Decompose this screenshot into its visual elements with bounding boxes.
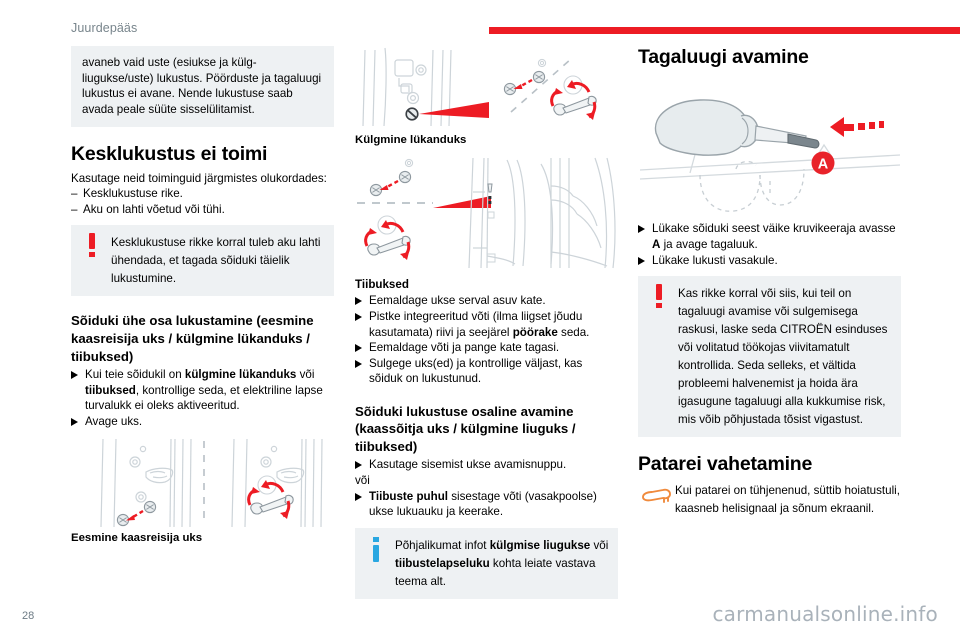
- warning-callout-text: Kesklukustuse rikke korral tuleb aku lah…: [111, 236, 321, 286]
- heading-partial-lock: Sõiduki ühe osa lukustamine (eesmine kaa…: [71, 313, 314, 364]
- hinged-door-step: Sulgege uks(ed) ja kontrollige väljast, …: [355, 356, 618, 387]
- central-locking-intro: Kasutage neid toiminguid järgmistes oluk…: [71, 171, 327, 185]
- info-pre: Põhjalikumat infot: [395, 538, 490, 552]
- key-icon: [640, 484, 672, 504]
- step-bold-1: külgmine lükanduks: [184, 368, 297, 382]
- step-pre: Lükake lukusti vasakule.: [652, 253, 778, 267]
- step-pre: Kasutage sisemist ukse avamisnuppu.: [369, 458, 567, 472]
- step-mid: või: [296, 368, 315, 382]
- step-post: , kontrollige seda, et elektriline lapse…: [85, 383, 323, 413]
- info-mid: või: [590, 538, 609, 552]
- central-locking-item: – Aku on lahti võetud või tühi.: [71, 202, 334, 218]
- watermark: carmanualsonline.info: [712, 602, 938, 626]
- intro-callout-text: avaneb vaid uste (esiukse ja külg-liuguk…: [82, 56, 322, 116]
- arrow-bullet-icon: [71, 371, 78, 380]
- step-post: seda.: [557, 325, 590, 339]
- partial-lock-step: Kui teie sõidukil on külgmine lükanduks …: [71, 367, 334, 414]
- info-post: kohta leiate vastava teema alt.: [395, 556, 596, 588]
- hinged-door-step: Pistke integreeritud võti (ilma liigset …: [355, 309, 618, 340]
- warning-callout-text: Kas rikke korral või siis, kui teil on t…: [678, 287, 888, 427]
- step-pre: Eemaldage ukse serval asuv kate.: [369, 294, 546, 308]
- arrow-bullet-icon: [355, 492, 362, 501]
- page-number: 28: [22, 610, 35, 622]
- info-bold-2: tiibustelapseluku: [395, 556, 490, 570]
- figure-caption-front-door: Eesmine kaasreisija uks: [71, 532, 203, 545]
- tailgate-screwdriver-illustration: A: [638, 83, 901, 213]
- page-header: Juurdepääs: [0, 0, 960, 38]
- arrow-bullet-icon: [355, 297, 362, 306]
- tailgate-step: Lükake sõiduki seest väike kruvikeeraja …: [638, 221, 901, 252]
- step-post: ja avage tagaluuk.: [660, 237, 758, 251]
- heading-tailgate: Tagaluugi avamine: [638, 46, 809, 68]
- step-pre: Sulgege uks(ed) ja kontrollige väljast, …: [369, 356, 583, 386]
- column-middle: Külgmine lükanduks: [355, 46, 618, 599]
- hinged-doors-lock-illustration: [355, 156, 618, 271]
- hinged-door-step: Eemaldage võti ja pange kate tagasi.: [355, 340, 618, 356]
- arrow-bullet-icon: [355, 312, 362, 321]
- partial-lock-step: Avage uks.: [71, 414, 334, 430]
- arrow-bullet-icon: [638, 256, 645, 265]
- column-left: avaneb vaid uste (esiukse ja külg-liuguk…: [71, 46, 334, 546]
- arrow-bullet-icon: [355, 344, 362, 353]
- warning-icon: [86, 233, 100, 263]
- step-bold-2: tiibuksed: [85, 383, 136, 397]
- step-bold-1: A: [652, 237, 661, 251]
- battery-tip: Kui patarei on tühjenenud, süttib hoiatu…: [638, 481, 901, 517]
- heading-partial-unlock: Sõiduki lukustuse osaline avamine (kaass…: [355, 403, 576, 454]
- central-locking-item-label: Kesklukustuse rike.: [83, 187, 183, 201]
- intro-callout: avaneb vaid uste (esiukse ja külg-liuguk…: [71, 46, 334, 128]
- info-callout: Põhjalikumat infot külgmise liugukse või…: [355, 527, 618, 599]
- figure-callout-label: A: [818, 157, 829, 173]
- step-pre: Kui teie sõidukil on: [85, 368, 185, 382]
- info-icon: [370, 536, 384, 567]
- heading-hinged-doors: Tiibuksed: [355, 277, 409, 291]
- section-title: Juurdepääs: [71, 21, 138, 35]
- figure-caption-sliding-door: Külgmine lükanduks: [355, 134, 467, 146]
- dash-marker: –: [71, 187, 78, 201]
- step-pre: Eemaldage võti ja pange kate tagasi.: [369, 341, 560, 355]
- header-red-rule: [489, 27, 960, 34]
- central-locking-item: – Kesklukustuse rike.: [71, 186, 334, 202]
- sliding-door-lock-illustration: [355, 46, 618, 131]
- step-post: sisestage võti (vasakpoolse) ukse lukuau…: [369, 489, 597, 519]
- arrow-bullet-icon: [355, 359, 362, 368]
- step-pre: Pistke integreeritud võti (ilma liigset …: [369, 309, 583, 339]
- hinged-door-step: Eemaldage ukse serval asuv kate.: [355, 293, 618, 309]
- arrow-bullet-icon: [355, 461, 362, 470]
- step-bold-1: pöörake: [512, 325, 558, 339]
- central-locking-item-label: Aku on lahti võetud või tühi.: [83, 202, 225, 216]
- partial-unlock-or: või: [355, 474, 370, 488]
- info-bold-1: külgmise liugukse: [489, 538, 591, 552]
- warning-callout-tailgate: Kas rikke korral või siis, kui teil on t…: [638, 276, 901, 438]
- arrow-bullet-icon: [71, 417, 78, 426]
- step-bold-1: Tiibuste puhul: [369, 489, 449, 503]
- front-passenger-door-lock-illustration: [71, 437, 334, 529]
- column-right: Tagaluugi avamine: [638, 46, 901, 517]
- step-pre: Lükake sõiduki seest väike kruvikeeraja …: [652, 222, 896, 236]
- partial-unlock-step: Kasutage sisemist ukse avamisnuppu.: [355, 457, 618, 473]
- heading-battery: Patarei vahetamine: [638, 453, 813, 476]
- step-pre: Avage uks.: [85, 414, 143, 428]
- warning-icon: [653, 284, 667, 314]
- battery-tip-text: Kui patarei on tühjenenud, süttib hoiatu…: [675, 483, 900, 515]
- partial-unlock-step: Tiibuste puhul sisestage võti (vasakpool…: [355, 489, 618, 520]
- warning-callout-central-locking: Kesklukustuse rikke korral tuleb aku lah…: [71, 225, 334, 297]
- dash-marker: –: [71, 202, 78, 216]
- arrow-bullet-icon: [638, 225, 645, 234]
- tailgate-step: Lükake lukusti vasakule.: [638, 253, 901, 269]
- heading-central-locking: Kesklukustus ei toimi: [71, 143, 268, 166]
